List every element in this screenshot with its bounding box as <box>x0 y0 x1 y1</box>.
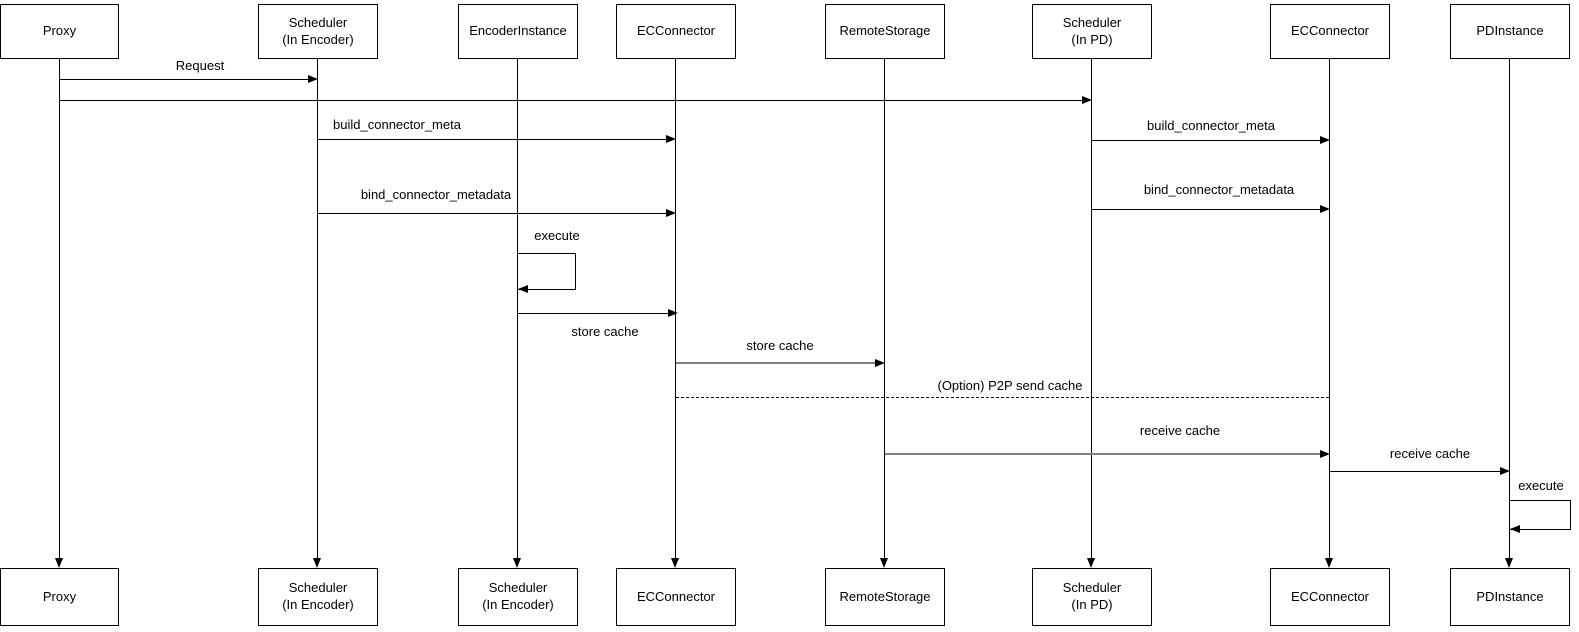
actor-bottom-proxy: Proxy <box>0 568 119 626</box>
lifeline-arrowhead <box>880 558 888 568</box>
lifeline-encoderinstance <box>517 59 518 558</box>
message-line-request <box>60 79 308 80</box>
message-label-build-connector-meta: build_connector_meta <box>331 117 463 132</box>
actor-bottom-ecconnector: ECConnector <box>616 568 736 626</box>
actor-top-scheduler-pd: Scheduler (In PD) <box>1032 4 1152 59</box>
actor-bottom-scheduler-pd: Scheduler (In PD) <box>1032 568 1152 626</box>
actor-bottom-pdinstance: PDInstance <box>1450 568 1570 626</box>
lifeline-ecconnector <box>675 59 676 558</box>
message-label-execute-pd: execute <box>1516 478 1566 493</box>
actor-bottom-scheduler-encoder: Scheduler (In Encoder) <box>258 568 378 626</box>
actor-top-proxy: Proxy <box>0 4 119 59</box>
actor-bottom-ecconnector-pd: ECConnector <box>1270 568 1390 626</box>
self-loop-execute-encoder <box>518 253 576 290</box>
lifeline-scheduler-encoder <box>317 59 318 558</box>
message-label-receive-cache-2: receive cache <box>1387 446 1473 461</box>
arrowhead <box>1082 96 1092 104</box>
lifeline-arrowhead <box>313 558 321 568</box>
message-label-store-cache-1: store cache <box>569 324 641 339</box>
arrowhead <box>668 309 678 317</box>
arrowhead <box>1510 525 1520 533</box>
message-label-bind-connector-metadata-pd: bind_connector_metadata <box>1141 182 1297 197</box>
lifeline-remotestorage <box>884 59 885 558</box>
lifeline-arrowhead <box>1087 558 1095 568</box>
arrowhead <box>308 75 318 83</box>
lifeline-arrowhead <box>513 558 521 568</box>
message-label-execute-encoder: execute <box>532 228 582 243</box>
message-label-bind-connector-metadata: bind_connector_metadata <box>358 187 514 202</box>
arrowhead <box>666 209 676 217</box>
lifeline-arrowhead <box>1505 558 1513 568</box>
lifeline-ecconnector-pd <box>1329 59 1330 558</box>
arrowhead <box>875 359 885 367</box>
actor-bottom-scheduler-encoder-2: Scheduler (In Encoder) <box>458 568 578 626</box>
message-line-build-connector-meta-pd <box>1092 140 1320 141</box>
message-line-receive-cache-1 <box>885 453 1320 455</box>
message-line-store-cache-2 <box>676 362 875 364</box>
message-line-build-connector-meta <box>318 139 666 140</box>
arrowhead <box>1320 136 1330 144</box>
lifeline-arrowhead <box>55 558 63 568</box>
message-line-proxy-to-scheduler-pd <box>60 100 1082 101</box>
message-label-build-connector-meta-pd: build_connector_meta <box>1145 118 1277 133</box>
message-line-bind-connector-metadata <box>318 213 666 214</box>
actor-top-ecconnector-pd: ECConnector <box>1270 4 1390 59</box>
actor-top-pdinstance: PDInstance <box>1450 4 1570 59</box>
actor-top-ecconnector: ECConnector <box>616 4 736 59</box>
message-label-request: Request <box>173 58 227 73</box>
actor-top-encoderinstance: EncoderInstance <box>458 4 578 59</box>
lifeline-scheduler-pd <box>1091 59 1092 558</box>
lifeline-proxy <box>59 59 60 558</box>
arrowhead <box>1500 467 1510 475</box>
arrowhead <box>518 285 528 293</box>
message-label-p2p-send-cache: (Option) P2P send cache <box>935 378 1085 393</box>
message-label-store-cache-2: store cache <box>744 338 816 353</box>
arrowhead <box>1320 205 1330 213</box>
actor-bottom-remotestorage: RemoteStorage <box>825 568 945 626</box>
actor-top-remotestorage: RemoteStorage <box>825 4 945 59</box>
message-line-bind-connector-metadata-pd <box>1092 209 1320 210</box>
lifeline-pdinstance <box>1509 59 1510 558</box>
message-line-receive-cache-2 <box>1330 471 1500 472</box>
lifeline-arrowhead <box>671 558 679 568</box>
arrowhead <box>1320 450 1330 458</box>
self-loop-execute-pd <box>1510 500 1571 530</box>
message-line-p2p-send-cache <box>676 397 1329 398</box>
actor-top-scheduler-encoder: Scheduler (In Encoder) <box>258 4 378 59</box>
message-line-store-cache-1 <box>518 313 668 314</box>
message-label-receive-cache-1: receive cache <box>1137 423 1223 438</box>
arrowhead <box>666 135 676 143</box>
lifeline-arrowhead <box>1325 558 1333 568</box>
